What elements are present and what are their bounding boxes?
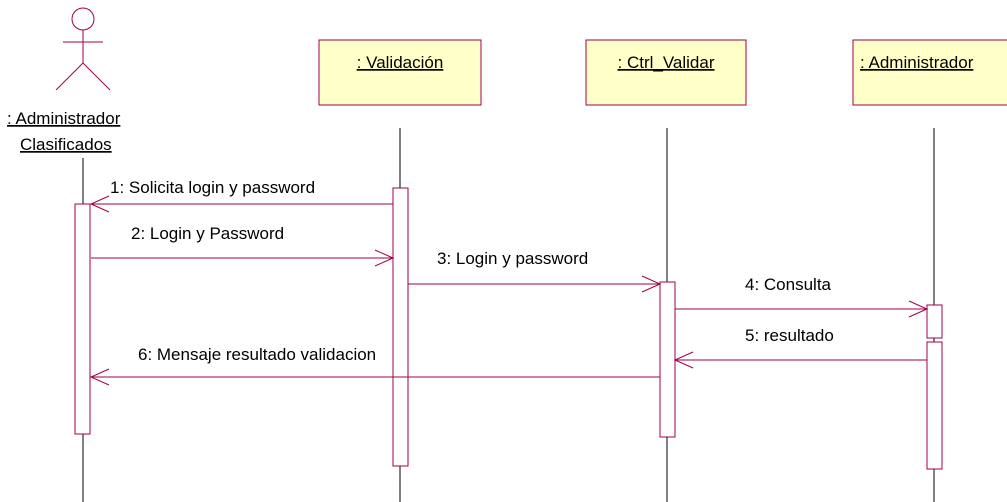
message-1-arrowhead (89, 195, 110, 213)
actor-figure (55, 7, 111, 91)
actor-right-leg (82, 62, 111, 91)
activation-validacion (392, 187, 409, 467)
messages (89, 195, 929, 386)
object-administrador: : Administrador (852, 39, 1007, 106)
activations (74, 187, 943, 470)
actor-name-line2: Clasificados (20, 135, 112, 154)
message-3-arrowhead (641, 275, 662, 293)
message-5-label: 5: resultado (745, 326, 834, 345)
object-label-validacion: : Validación (357, 53, 444, 72)
message-4-arrowhead (908, 300, 929, 318)
object-ctrl-validar: : Ctrl_Validar (585, 39, 747, 106)
message-3-label: 3: Login y password (437, 249, 588, 268)
object-validacion: : Validación (318, 39, 482, 106)
message-5-arrowhead (673, 351, 694, 369)
message-6-label: 6: Mensaje resultado validacion (138, 345, 376, 364)
activation-ctrl-validar (659, 281, 676, 438)
object-box-administrador (852, 39, 1007, 106)
activation-administrador-1 (926, 304, 943, 339)
actor-left-leg (55, 62, 84, 91)
object-box-validacion (318, 39, 482, 106)
activation-administrador-2 (926, 341, 943, 470)
message-4-label: 4: Consulta (745, 275, 832, 294)
message-labels: 1: Solicita login y password 2: Login y … (110, 178, 834, 364)
object-box-ctrl-validar (585, 39, 747, 106)
activation-actor (74, 203, 91, 435)
message-2-label: 2: Login y Password (131, 224, 284, 243)
message-1-label: 1: Solicita login y password (110, 178, 315, 197)
actor-name-line1: : Administrador (7, 109, 121, 128)
message-6-arrowhead (89, 368, 110, 386)
actor-head (71, 7, 95, 31)
object-label-administrador: : Administrador (860, 53, 974, 72)
message-2-arrowhead (374, 249, 395, 267)
object-label-ctrl-validar: : Ctrl_Validar (618, 53, 715, 72)
